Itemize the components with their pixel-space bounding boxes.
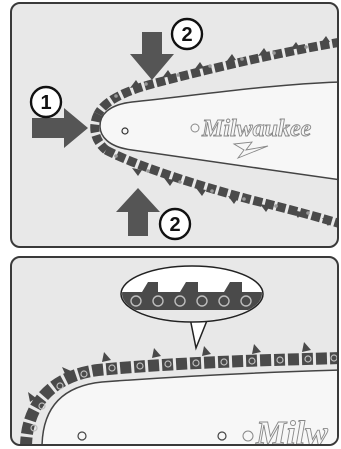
callout-2-bottom: 2 [160, 209, 190, 239]
callout-1: 1 [31, 87, 61, 117]
chain-bar-diagram: Milwaukee 1 2 2 [12, 4, 339, 248]
magnifier-callout [120, 266, 265, 348]
up-arrow-icon [116, 188, 160, 236]
svg-text:2: 2 [181, 24, 192, 46]
svg-text:Milw: Milw [255, 415, 328, 446]
svg-text:2: 2 [169, 214, 180, 236]
callout-2-top: 2 [172, 19, 202, 49]
chain-direction-panel: Milw [10, 256, 339, 446]
svg-text:Milwaukee: Milwaukee [201, 116, 312, 142]
brand-logo: Milw [243, 415, 328, 446]
chain-direction-diagram: Milw [12, 258, 339, 446]
chain-install-panel: Milwaukee 1 2 2 [10, 2, 339, 248]
svg-text:1: 1 [40, 92, 51, 114]
